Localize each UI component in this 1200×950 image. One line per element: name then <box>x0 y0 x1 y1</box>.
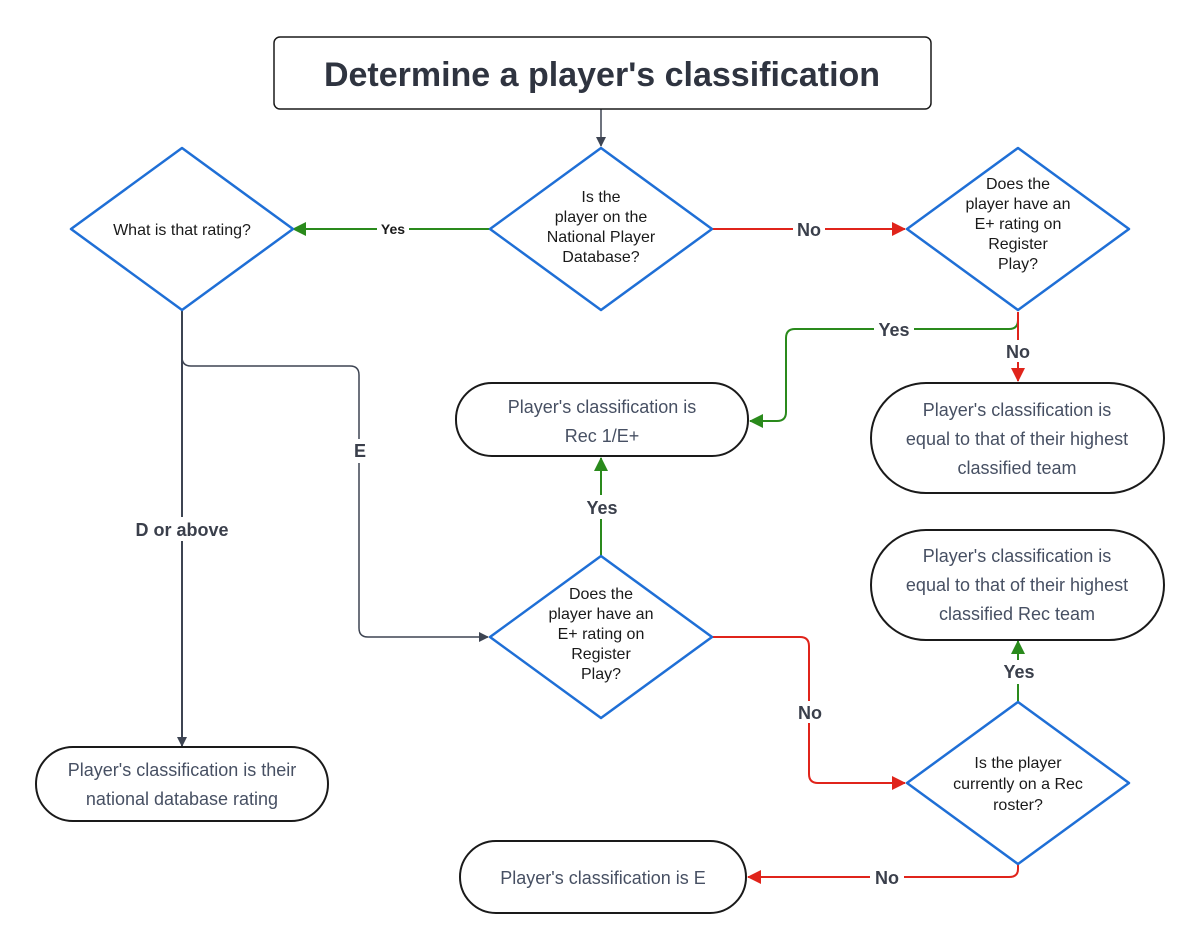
svg-text:E: E <box>354 441 366 461</box>
outcome-highest-rec-team: Player's classification is equal to that… <box>870 529 1165 641</box>
outcome-highest-team: Player's classification is equal to that… <box>870 382 1165 494</box>
outcome-line: classified team <box>957 458 1076 478</box>
diamond-line: What is that rating? <box>113 222 251 239</box>
outcome-national-rating: Player's classification is their nationa… <box>35 746 329 822</box>
diamond-line: E+ rating on <box>975 216 1062 233</box>
diamond-line: player have an <box>549 606 654 623</box>
decision-on-database: Is the player on the National Player Dat… <box>488 146 714 312</box>
outcome-line: national database rating <box>86 789 278 809</box>
outcome-class-e: Player's classification is E <box>459 840 747 914</box>
diamond-line: E+ rating on <box>558 626 645 643</box>
diamond-line: player on the <box>555 209 648 226</box>
diamond-line: Register <box>988 236 1048 253</box>
svg-text:Yes: Yes <box>878 320 909 340</box>
edge-label-roster-yes: Yes <box>998 660 1040 684</box>
edge-label-database-yes: Yes <box>377 220 409 238</box>
edge-label-roster-no: No <box>870 866 904 888</box>
page-title: Determine a player's classification <box>324 56 880 94</box>
svg-text:No: No <box>798 703 822 723</box>
diamond-line: National Player <box>547 229 656 246</box>
svg-text:Yes: Yes <box>381 221 405 237</box>
decision-rec-roster: Is the player currently on a Rec roster? <box>905 700 1131 866</box>
outcome-line: Rec 1/E+ <box>565 426 640 446</box>
diamond-line: player have an <box>966 196 1071 213</box>
diamond-line: Is the <box>581 189 620 206</box>
outcome-line: classified Rec team <box>939 604 1095 624</box>
diamond-line: currently on a Rec <box>953 776 1083 793</box>
edge-label-rating-e: E <box>350 439 370 463</box>
edge-label-eplus-mid-no: No <box>793 701 827 723</box>
outcome-line: Player's classification is <box>508 397 697 417</box>
outcome-line: Player's classification is their <box>68 760 297 780</box>
edge-label-eplus-top-no: No <box>1001 340 1035 362</box>
edge-roster-no <box>747 862 1019 884</box>
edge-label-eplus-mid-yes: Yes <box>581 495 623 519</box>
decision-what-rating: What is that rating? <box>69 146 295 312</box>
edge-label-eplus-top-yes: Yes <box>874 318 914 340</box>
diamond-line: Database? <box>562 249 639 266</box>
diamond-line: Does the <box>986 176 1050 193</box>
outcome-line: Player's classification is <box>923 546 1112 566</box>
outcome-rec1-eplus: Player's classification is Rec 1/E+ <box>455 382 749 457</box>
title-box: Determine a player's classification <box>273 36 932 110</box>
edge-eplus-top-yes <box>749 312 1019 428</box>
svg-text:No: No <box>797 220 821 240</box>
edge-label-database-no: No <box>793 218 825 240</box>
svg-text:No: No <box>875 868 899 888</box>
decision-eplus-top: Does the player have an E+ rating on Reg… <box>905 146 1131 312</box>
diamond-line: Does the <box>569 586 633 603</box>
decision-eplus-mid: Does the player have an E+ rating on Reg… <box>488 554 714 720</box>
outcome-line: equal to that of their highest <box>906 429 1128 449</box>
outcome-line: Player's classification is <box>923 400 1112 420</box>
svg-text:Yes: Yes <box>1003 662 1034 682</box>
edge-label-d-or-above: D or above <box>126 517 238 541</box>
outcome-line: equal to that of their highest <box>906 575 1128 595</box>
diamond-line: roster? <box>993 797 1043 814</box>
diamond-line: Is the player <box>974 755 1062 772</box>
edge-rating-e <box>181 311 489 642</box>
edge-labels: Yes No Yes No D or above E Yes No <box>126 218 1040 888</box>
svg-text:No: No <box>1006 342 1030 362</box>
outcome-line: Player's classification is E <box>500 868 706 888</box>
diamond-line: Play? <box>581 666 621 683</box>
diamond-line: Register <box>571 646 631 663</box>
svg-text:D or above: D or above <box>135 520 228 540</box>
diamond-line: Play? <box>998 256 1038 273</box>
svg-text:Yes: Yes <box>586 498 617 518</box>
